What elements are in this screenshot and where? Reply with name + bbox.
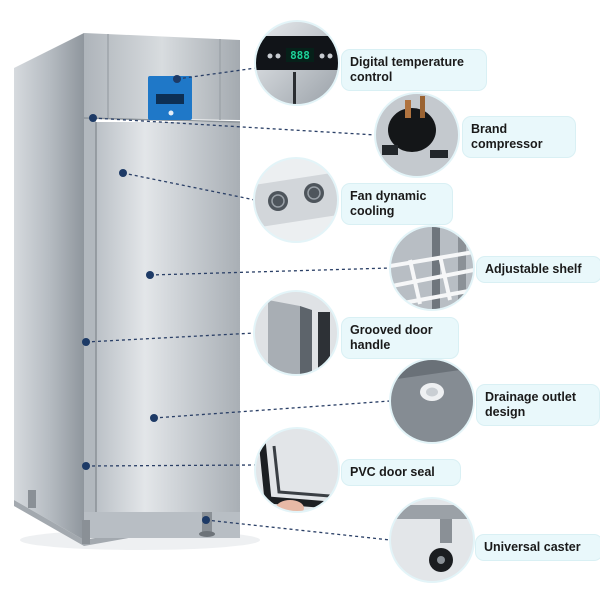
label-universal-caster: Universal caster — [476, 535, 600, 560]
detail-circle-door-seal — [254, 427, 340, 513]
cabinet-base — [84, 512, 240, 538]
detail-circle-caster — [389, 497, 475, 583]
digital-display — [286, 48, 314, 62]
label-fan-dynamic-cooling: Fan dynamic cooling — [342, 184, 452, 224]
foot — [28, 490, 36, 508]
display-reading: 888 — [290, 49, 310, 62]
callout-dots — [82, 75, 210, 524]
label-adjustable-shelf: Adjustable shelf — [477, 257, 600, 282]
detail-circle-fans — [253, 157, 339, 243]
callout-lines — [85, 67, 391, 541]
detail-circle-digital-control: 888 — [254, 20, 340, 106]
detail-circle-door-handle — [253, 290, 339, 376]
label-brand-compressor: Brand compressor — [463, 117, 575, 157]
label-grooved-door-handle: Grooved door handle — [342, 318, 458, 358]
cabinet-side — [14, 33, 84, 540]
cabinet-door — [94, 122, 240, 512]
label-pvc-door-seal: PVC door seal — [342, 460, 460, 485]
detail-circle-drainage — [389, 358, 475, 444]
detail-circle-shelf — [389, 225, 475, 311]
foot — [82, 520, 90, 544]
detail-circle-compressor — [374, 92, 460, 178]
label-digital-temperature-control: Digital temperature control — [342, 50, 486, 90]
door-handle-groove — [84, 118, 96, 518]
control-panel-display — [156, 94, 184, 104]
label-drainage-outlet-design: Drainage outlet design — [477, 385, 599, 425]
